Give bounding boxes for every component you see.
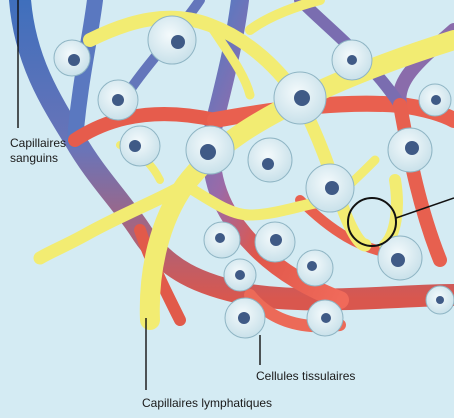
- tissue-cell: [53, 39, 91, 77]
- tissue-cells: [53, 15, 454, 339]
- tissue-cell: [305, 163, 355, 213]
- tissue-cell: [247, 137, 293, 183]
- tissue-cell: [418, 83, 452, 117]
- blood-capillaries-label: Capillaires sanguins: [10, 136, 67, 165]
- lymph-capillaries-label: Capillaires lymphatiques: [142, 396, 273, 410]
- tissue-cell: [223, 258, 257, 292]
- tissue-cell: [387, 127, 433, 173]
- tissue-cell: [296, 249, 334, 287]
- tissue-cell: [254, 221, 296, 263]
- tissue-cell: [273, 71, 327, 125]
- label-leader-lines: [17, 0, 261, 390]
- tissue-cell: [224, 297, 266, 339]
- highlight-leader-line: [395, 197, 454, 219]
- tissue-cell: [306, 299, 344, 337]
- tissue-cell: [425, 285, 454, 315]
- tissue-cell: [147, 15, 197, 65]
- tissue-cell: [119, 125, 161, 167]
- tissue-cell: [203, 221, 241, 259]
- tissue-cell: [377, 235, 423, 281]
- tissue-cell: [97, 79, 139, 121]
- highlight-circle: [347, 197, 454, 247]
- tissue-cell: [331, 39, 373, 81]
- tissue-cell: [185, 125, 235, 175]
- tissue-cells-label: Cellules tissulaires: [256, 369, 356, 383]
